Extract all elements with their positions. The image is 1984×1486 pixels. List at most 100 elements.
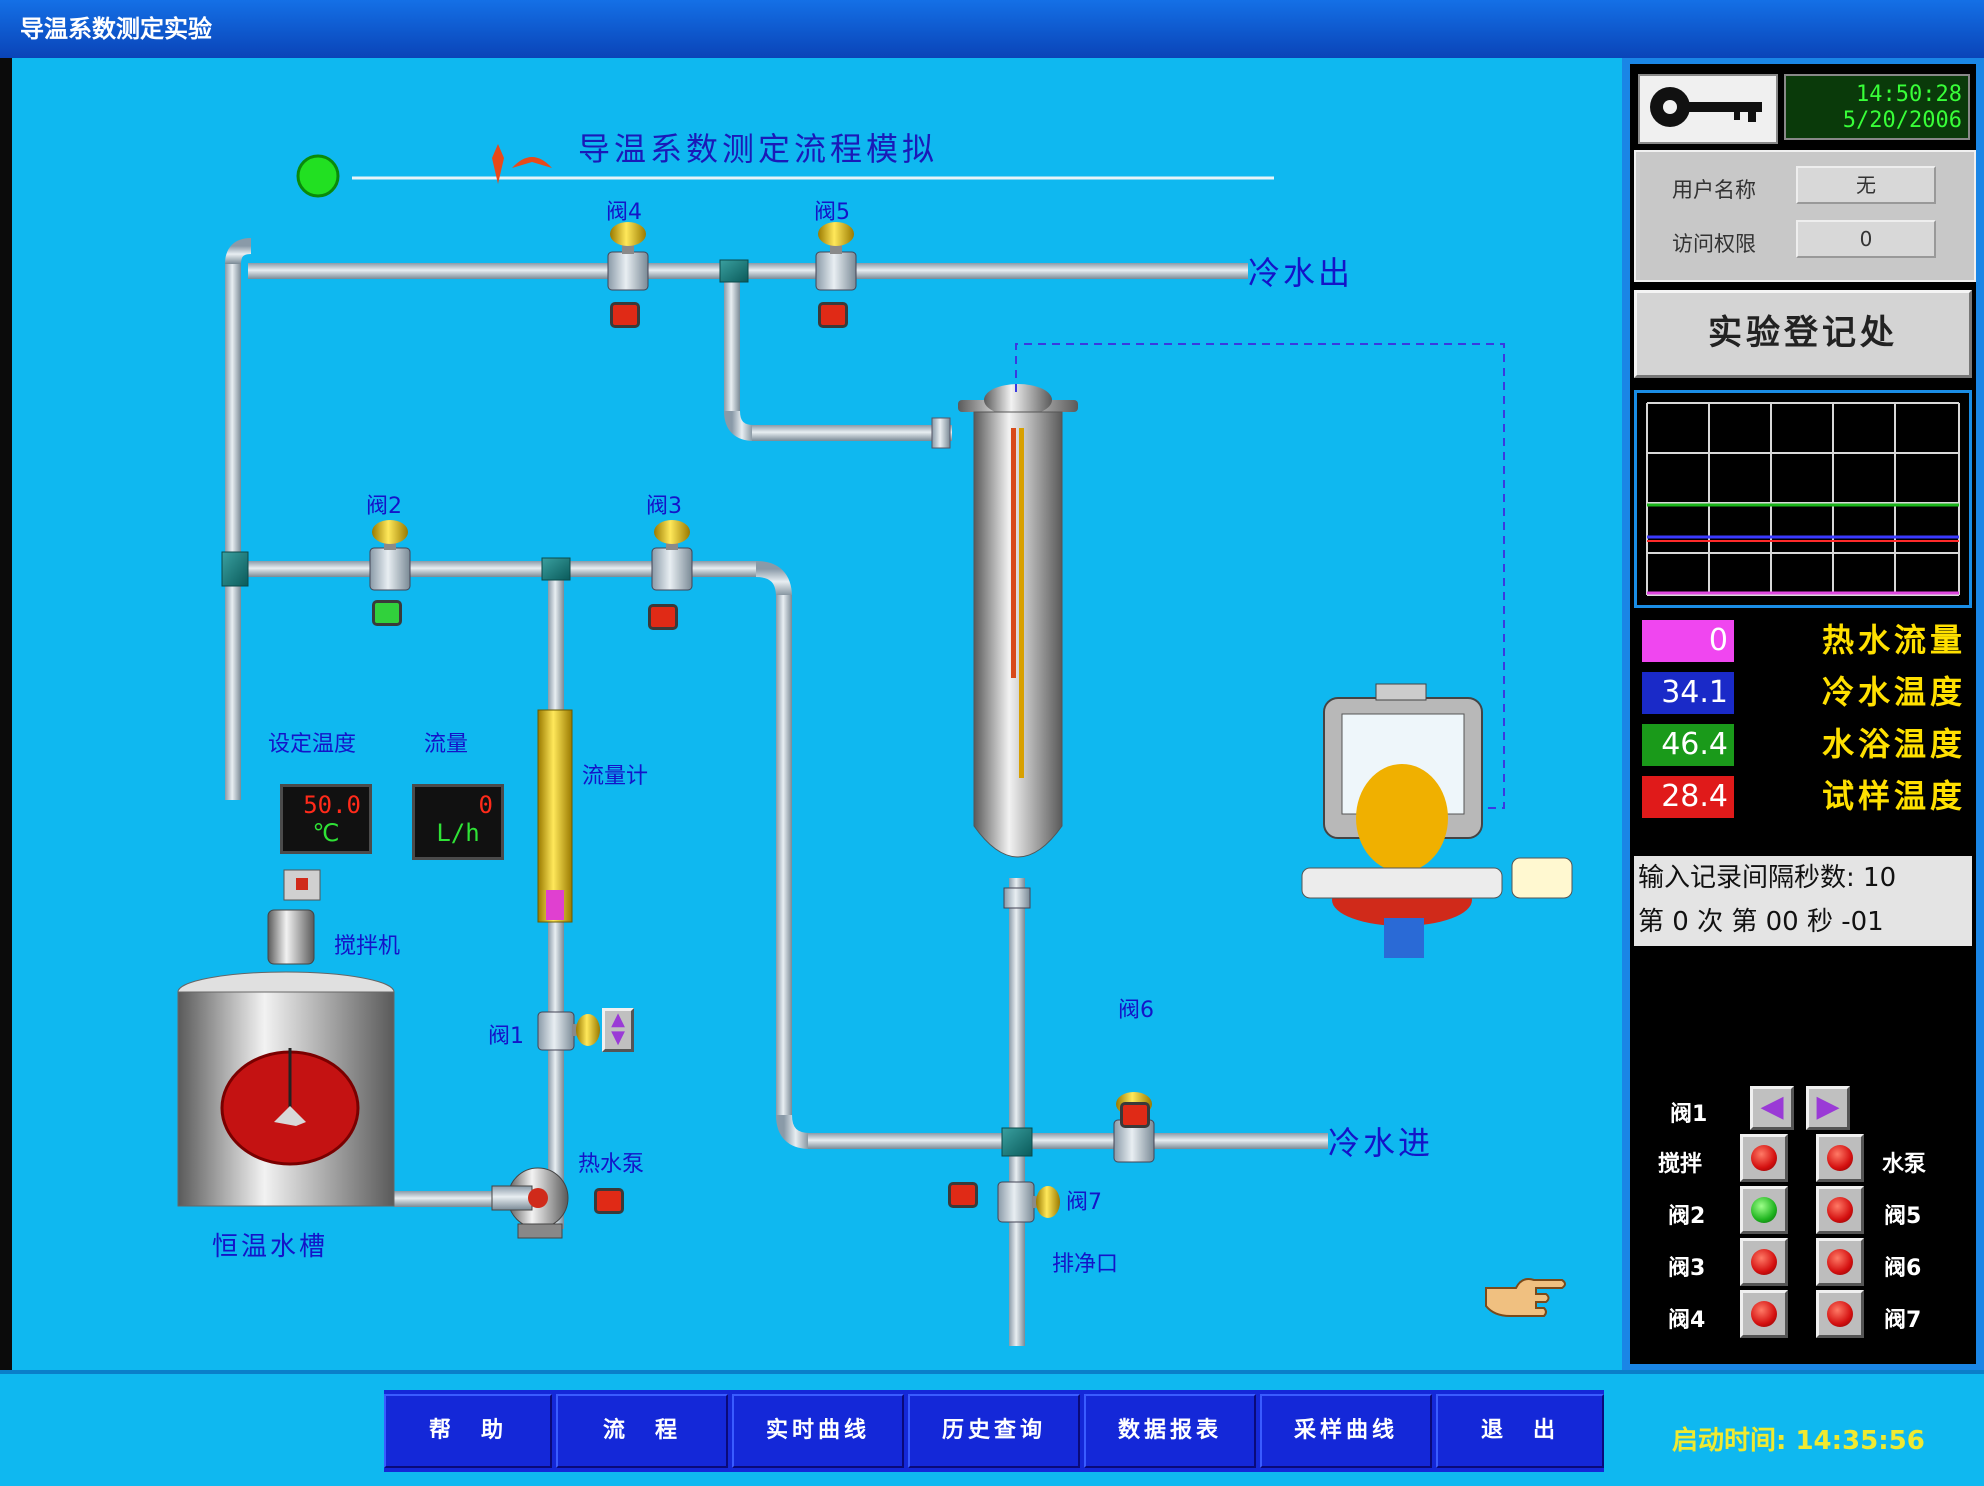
valve2-toggle-button[interactable] [1740,1186,1788,1234]
valve7-toggle-button[interactable] [1816,1290,1864,1338]
flow-button[interactable]: 流 程 [556,1394,728,1468]
valve-5-label: 阀5 [814,200,850,225]
exit-button[interactable]: 退 出 [1436,1394,1604,1468]
key-icon [1650,87,1762,127]
pump-toggle-button[interactable] [1816,1134,1864,1182]
hot-flow-label: 热水流量 [1821,621,1966,659]
valve-4-graphic [607,222,649,291]
access-level-value: 0 [1796,220,1936,258]
nav-button-bar: 帮 助 流 程 实时曲线 历史查询 数据报表 采样曲线 退 出 [384,1390,1604,1472]
valve5-toggle-button[interactable] [1816,1186,1864,1234]
sample-temp-label: 试样温度 [1821,777,1966,815]
record-interval-box: 输入记录间隔秒数: 10 第 0 次 第 00 秒 -01 [1634,856,1972,946]
window-title: 导温系数测定实验 [0,0,1984,58]
user-name-value: 无 [1796,166,1936,204]
history-query-button[interactable]: 历史查询 [908,1394,1080,1468]
hot-water-pump-graphic [491,1167,569,1239]
valve1-right-arrow-button[interactable]: ▶ [1806,1086,1850,1130]
trend-plot [1646,402,1960,596]
realtime-curve-button[interactable]: 实时曲线 [732,1394,904,1468]
set-temp-unit: ℃ [312,819,340,847]
flowmeter-graphic [537,709,573,923]
valve-3-graphic [651,520,693,591]
stirrer-motor-graphic [267,869,321,965]
valve-3-indicator[interactable] [648,604,678,630]
reading-row-bath-temp: 46.4 水浴温度 [1634,720,1972,768]
reading-row-cold-temp: 34.1 冷水温度 [1634,668,1972,716]
valve4-toggle-button[interactable] [1740,1290,1788,1338]
bath-temp-label: 水浴温度 [1821,725,1966,763]
user-name-label: 用户名称 [1672,178,1756,202]
valve-1-graphic [537,1011,600,1051]
stir-toggle-button[interactable] [1740,1134,1788,1182]
start-time: 启动时间: 14:35:56 [1672,1426,1925,1456]
valve-3-label: 阀3 [646,494,682,519]
ctl-stir-label: 搅拌 [1658,1152,1703,1177]
ctl-valve4-label: 阀4 [1668,1308,1706,1333]
ctl-valve5-label: 阀5 [1884,1204,1922,1229]
valve-6-label: 阀6 [1118,998,1154,1023]
realtime-trend-mini [1634,390,1972,608]
flowmeter-label: 流量计 [582,764,649,789]
cold-water-out-label: 冷水出 [1248,254,1354,292]
cold-temp-label: 冷水温度 [1821,673,1966,711]
logo-birds-icon [492,144,552,184]
flow-unit: L/h [436,819,480,847]
data-report-button[interactable]: 数据报表 [1084,1394,1256,1468]
ctl-valve2-label: 阀2 [1668,1204,1706,1229]
valve-4-indicator[interactable] [610,302,640,328]
valve-2-graphic [369,520,411,591]
ctl-valve1-label: 阀1 [1670,1102,1708,1127]
ctl-pump-label: 水泵 [1882,1152,1927,1177]
set-temp-display: 50.0 ℃ [280,784,372,854]
ctl-valve7-label: 阀7 [1884,1308,1922,1333]
valve-1-label: 阀1 [488,1024,524,1049]
set-temp-label: 设定温度 [268,732,357,757]
valve3-toggle-button[interactable] [1740,1238,1788,1286]
valve-5-graphic [815,222,857,291]
process-title: 导温系数测定流程模拟 [578,130,939,168]
sample-temp-value: 28.4 [1642,776,1734,818]
help-button[interactable]: 帮 助 [384,1394,552,1468]
drain-label: 排净口 [1052,1252,1119,1277]
valve-4-label: 阀4 [606,200,642,225]
pointing-hand-icon[interactable] [1482,1272,1566,1324]
bath-temp-value: 46.4 [1642,724,1734,766]
valve-7-label: 阀7 [1066,1190,1102,1215]
stirrer-label: 搅拌机 [334,934,401,959]
record-interval-input[interactable]: 输入记录间隔秒数: 10 [1638,863,1897,893]
valve-6-indicator[interactable] [1120,1102,1150,1128]
clock-time: 14:50:28 [1856,82,1962,107]
login-key-button[interactable] [1638,74,1778,144]
constant-temp-tank-graphic [177,971,395,1207]
sample-curve-button[interactable]: 采样曲线 [1260,1394,1432,1468]
status-light-icon [296,154,340,198]
right-panel: 14:50:28 5/20/2006 用户名称 无 访问权限 0 实验登记处 [1622,58,1984,1370]
clock-display: 14:50:28 5/20/2006 [1784,74,1970,140]
valve-5-indicator[interactable] [818,302,848,328]
valve-7-graphic [997,1181,1060,1223]
ctl-valve6-label: 阀6 [1884,1256,1922,1281]
valve-2-indicator[interactable] [372,600,402,626]
cold-water-in-label: 冷水进 [1328,1124,1434,1162]
record-counter: 第 0 次 第 00 秒 -01 [1638,907,1884,937]
reading-row-sample-temp: 28.4 试样温度 [1634,772,1972,820]
experiment-register-button[interactable]: 实验登记处 [1634,290,1972,378]
valve1-left-arrow-button[interactable]: ◀ [1750,1086,1794,1130]
process-canvas: 导温系数测定流程模拟 冷水出 冷水进 设定温度 流量 流量计 搅拌机 恒温水槽 … [12,58,1622,1370]
cold-temp-value: 34.1 [1642,672,1734,714]
ctl-valve3-label: 阀3 [1668,1256,1706,1281]
hot-pump-indicator[interactable] [594,1188,624,1214]
reading-row-hot-flow: 0 热水流量 [1634,616,1972,664]
hot-flow-value: 0 [1642,620,1734,662]
valve-2-label: 阀2 [366,494,402,519]
valve6-toggle-button[interactable] [1816,1238,1864,1286]
tank-label: 恒温水槽 [212,1232,329,1262]
flow-display: 0 L/h [412,784,504,860]
valve-1-adjust-arrows-icon[interactable]: ▲▼ [602,1008,634,1052]
operator-computer-graphic [1301,683,1573,958]
flow-value: 0 [478,791,493,819]
valve-7-indicator[interactable] [948,1182,978,1208]
flow-label: 流量 [424,732,469,757]
